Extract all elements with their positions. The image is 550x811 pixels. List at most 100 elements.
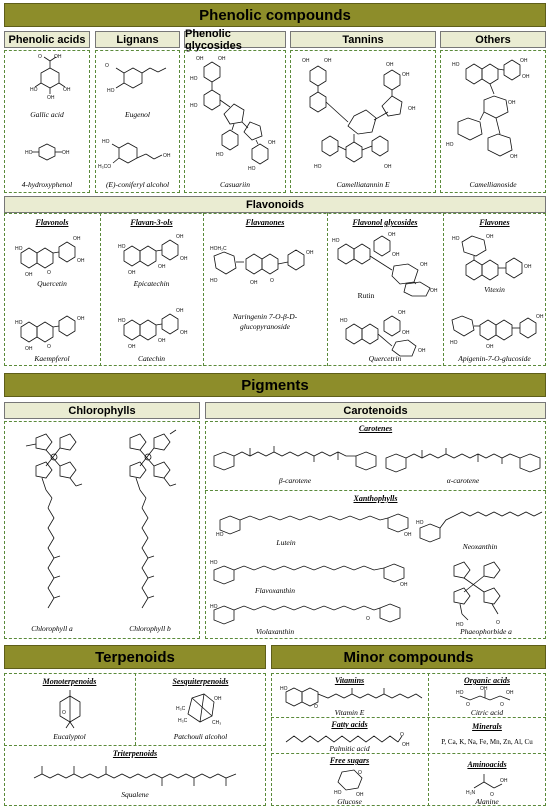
svg-text:HO: HO (107, 88, 115, 94)
svg-text:O: O (490, 792, 494, 798)
eucalyptol-structure: O (59, 690, 81, 729)
carotenes-heading: Carotenes (358, 424, 393, 433)
carotenoids-title: Carotenoids (343, 404, 408, 417)
svg-text:OH: OH (430, 288, 438, 294)
naringenin-label-line2: glucopyranoside (240, 322, 290, 331)
svg-text:OH: OH (25, 272, 33, 278)
monoterpenoids-heading: Monoterpenoids (42, 677, 97, 686)
category-phenolic-acids: Phenolic acids (4, 31, 90, 48)
carotenoids-header: Carotenoids (205, 402, 546, 419)
category-phenolic-glycosides: Phenolic glycosides (184, 28, 286, 52)
naringenin-label-line1: Naringenin 7-O-β-D- (232, 312, 298, 321)
quercetrin-label: Quercetrin (368, 354, 402, 363)
svg-text:OH: OH (402, 742, 410, 748)
svg-text:O: O (105, 63, 109, 69)
terpenoids-divider (135, 673, 136, 745)
category-label: Lignans (116, 33, 159, 46)
chlorophylls-header: Chlorophylls (4, 402, 200, 419)
flavonols-heading: Flavonols (35, 218, 69, 227)
svg-text:O: O (270, 278, 274, 284)
gallic-acid-label: Gallic acid (30, 110, 64, 119)
palmitic-acid-structure: O OH (285, 732, 410, 748)
svg-text:O: O (38, 54, 42, 60)
flavonoids-divider (443, 213, 444, 366)
svg-text:HO: HO (456, 622, 464, 628)
pigments-title: Pigments (241, 376, 309, 394)
flavonoids-divider (203, 213, 204, 366)
free-sugars-heading: Free sugars (329, 756, 370, 765)
neoxanthin-structure: HO (416, 511, 543, 543)
svg-text:OH: OH (480, 686, 488, 692)
casuariin-label: Casuariin (219, 180, 250, 189)
category-tannins: Tannins (290, 31, 436, 48)
phenolic-compounds-title: Phenolic compounds (199, 6, 351, 24)
svg-text:O: O (400, 732, 404, 738)
svg-text:O: O (314, 704, 318, 710)
chlorophylls-box (4, 421, 200, 639)
svg-text:HO: HO (25, 150, 33, 156)
minor-compounds-title: Minor compounds (343, 648, 474, 666)
svg-text:CH₃: CH₃ (212, 720, 221, 726)
others-box (440, 50, 546, 193)
svg-text:OH: OH (268, 140, 276, 146)
terpenoids-divider (4, 745, 266, 746)
svg-text:OH: OH (25, 346, 33, 352)
svg-text:OH: OH (510, 154, 518, 160)
phaeophorbide-a-label: Phaeophorbide a (460, 627, 512, 636)
minor-divider (271, 753, 546, 754)
flavonoids-box (4, 213, 546, 366)
svg-text:OH: OH (402, 330, 410, 336)
category-label: Phenolic glycosides (185, 27, 242, 52)
phenolic-compounds-header: Phenolic compounds (4, 3, 546, 27)
vitamins-heading: Vitamins (334, 676, 365, 685)
svg-text:OH: OH (392, 252, 400, 258)
svg-text:OH: OH (306, 250, 314, 256)
citric-acid-label: Citric acid (470, 708, 504, 717)
svg-text:OH: OH (486, 344, 494, 350)
svg-text:OH: OH (384, 164, 392, 170)
phenolic-glycosides-box (184, 50, 286, 193)
svg-text:O: O (496, 620, 500, 626)
svg-text:HO: HO (210, 560, 218, 566)
svg-text:HO: HO (190, 103, 198, 109)
phaeophorbide-a-structure: HO O (453, 561, 501, 628)
category-label: Phenolic acids (8, 33, 86, 46)
palmitic-acid-label: Palmitic acid (329, 744, 370, 753)
lignans-box (95, 50, 180, 193)
eucalyptol-label: Eucalyptol (53, 732, 86, 741)
svg-text:HO: HO (15, 246, 23, 252)
svg-text:OH: OH (398, 310, 406, 316)
svg-text:OH: OH (500, 778, 508, 784)
coniferyl-alcohol-label: (E)-coniferyl alcohol (105, 180, 170, 189)
vitamin-e-label: Vitamin E (334, 708, 365, 717)
svg-text:H₃C: H₃C (176, 706, 186, 712)
svg-text:O: O (366, 616, 370, 622)
category-label: Others (475, 33, 511, 46)
flavonoids-title: Flavonoids (245, 198, 305, 211)
beta-carotene-structure (213, 446, 377, 471)
svg-text:OH: OH (522, 74, 530, 80)
svg-text:HO: HO (446, 142, 454, 148)
svg-text:HO: HO (456, 690, 464, 696)
svg-text:OH: OH (163, 153, 171, 159)
svg-text:OH: OH (420, 262, 428, 268)
svg-text:HO: HO (280, 686, 288, 692)
quercetin-label: Quercetin (37, 279, 67, 288)
alpha-carotene-structure (385, 448, 541, 473)
beta-carotene-label: β-carotene (278, 476, 312, 485)
svg-text:OH: OH (62, 150, 70, 156)
svg-text:HO: HO (332, 238, 340, 244)
flavonoids-header: Flavonoids (4, 196, 546, 213)
flavoxanthin-label: Flavoxanthin (255, 586, 295, 595)
alpha-carotene-label: α-carotene (446, 476, 480, 485)
